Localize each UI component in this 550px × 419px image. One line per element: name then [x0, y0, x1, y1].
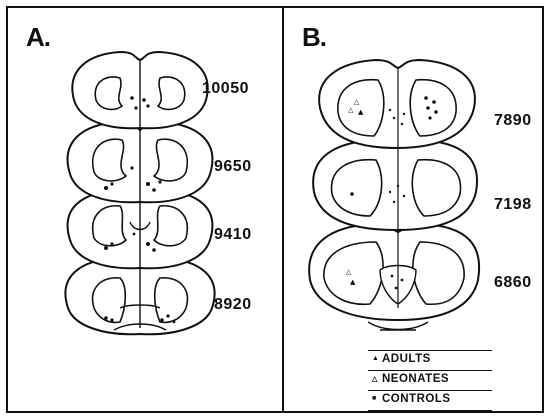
legend-label: ADULTS — [382, 353, 431, 365]
level-label-a-2: 9650 — [214, 158, 252, 176]
svg-text:△: △ — [348, 106, 354, 114]
level-label-a-4: 8920 — [214, 296, 252, 314]
filled-square-icon: ■ — [372, 395, 377, 402]
level-label-a-3: 9410 — [214, 226, 252, 244]
svg-text:▲: ▲ — [358, 108, 364, 116]
section-b-7890 — [319, 60, 475, 148]
svg-text:▲: ▲ — [350, 278, 356, 286]
panel-a: A. — [6, 6, 284, 413]
level-label-b-2: 7198 — [494, 196, 532, 214]
legend-label: NEONATES — [382, 373, 449, 385]
legend-label: CONTROLS — [382, 393, 451, 405]
level-label-b-3: 6860 — [494, 274, 532, 292]
level-label-b-1: 7890 — [494, 112, 532, 130]
open-triangle-icon: △ — [372, 375, 378, 383]
legend-item-controls: ■ CONTROLS — [368, 391, 492, 411]
svg-text:△: △ — [346, 268, 352, 276]
legend: ▲ ADULTS △ NEONATES ■ CONTROLS — [368, 350, 492, 411]
panel-a-brain-sections — [8, 8, 286, 415]
level-label-a-1: 10050 — [202, 80, 249, 98]
panel-b: B. — [282, 6, 544, 413]
filled-triangle-icon: ▲ — [372, 355, 379, 362]
legend-item-adults: ▲ ADULTS — [368, 350, 492, 371]
legend-item-neonates: △ NEONATES — [368, 371, 492, 391]
section-b-7198 — [313, 140, 477, 230]
svg-text:△: △ — [354, 98, 360, 106]
section-b-6860 — [309, 224, 479, 330]
